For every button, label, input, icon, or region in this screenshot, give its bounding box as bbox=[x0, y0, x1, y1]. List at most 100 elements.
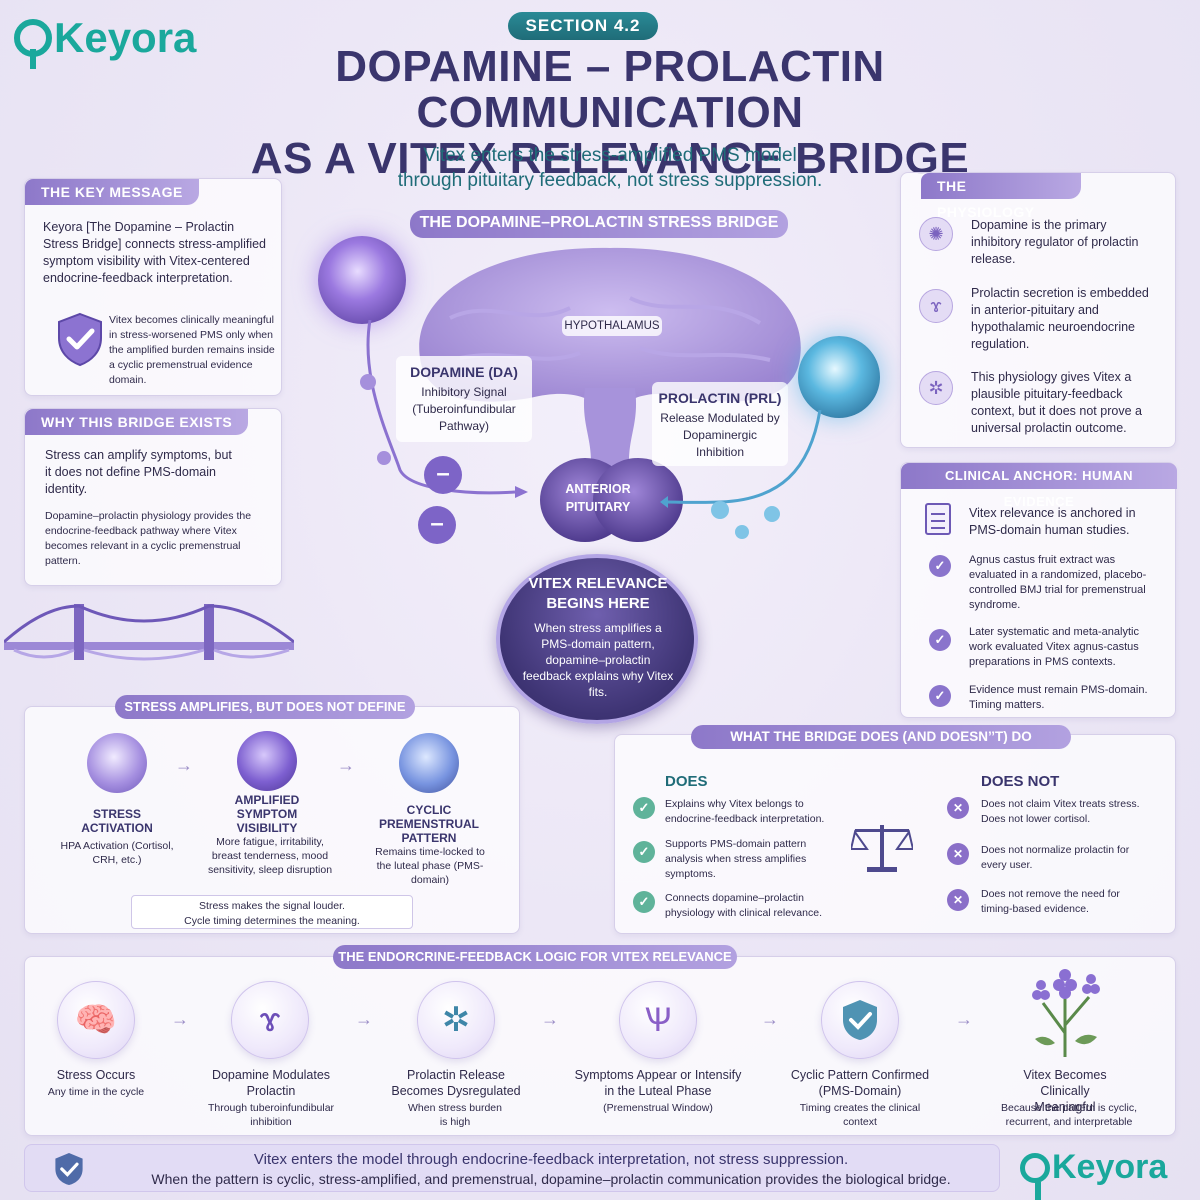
prolactin-label: PROLACTIN (PRL) Release Modulated by Dop… bbox=[652, 382, 788, 466]
card-heading: THE KEY MESSAGE bbox=[25, 179, 199, 205]
check-icon: ✓ bbox=[633, 891, 655, 913]
does-not-title: DOES NOT bbox=[981, 773, 1060, 790]
stress-footnote: Stress makes the signal louder. Cycle ti… bbox=[131, 895, 413, 929]
stress-foot-line-1: Stress makes the signal louder. bbox=[199, 900, 345, 912]
arrow-right-icon: → bbox=[761, 1009, 779, 1029]
stress-step-1-sub: HPA Activation (Cortisol, CRH, etc.) bbox=[60, 840, 174, 866]
minus-icon: – bbox=[430, 510, 444, 537]
bridge-does-heading: WHAT THE BRIDGE DOES (AND DOESN’’T) DO bbox=[691, 725, 1071, 749]
why-bridge-para-1: Stress can amplify symptoms, but it does… bbox=[45, 448, 232, 496]
does-item-1: Explains why Vitex belongs to endocrine-… bbox=[665, 798, 825, 825]
logic-step-4-title: Symptoms Appear or Intensify in the Lute… bbox=[574, 1068, 742, 1098]
arrow-right-icon: → bbox=[355, 1009, 373, 1029]
center-heading: THE DOPAMINE–PROLACTIN STRESS BRIDGE bbox=[410, 210, 788, 238]
pituitary-icon: ɤ bbox=[919, 289, 953, 323]
does-not-item-3: Does not remove the need for timing-base… bbox=[981, 888, 1120, 915]
dopamine-title: DOPAMINE (DA) bbox=[410, 364, 518, 380]
check-icon: ✓ bbox=[929, 555, 951, 577]
key-message-note: Vitex becomes clinically meaningful in s… bbox=[109, 314, 275, 386]
arrow-right-icon: → bbox=[337, 755, 355, 775]
does-item-2: Supports PMS-domain pattern analysis whe… bbox=[665, 838, 807, 880]
stress-heading: STRESS AMPLIFIES, BUT DOES NOT DEFINE bbox=[115, 695, 415, 719]
brand-logo-footer: Keyora bbox=[1020, 1148, 1168, 1200]
relevance-title: VITEX RELEVANCE BEGINS HERE bbox=[528, 575, 668, 612]
arrow-right-icon: → bbox=[955, 1009, 973, 1029]
does-title: DOES bbox=[665, 773, 708, 790]
logic-step-3-sub: When stress burden is high bbox=[408, 1102, 502, 1128]
dopamine-pathway bbox=[330, 319, 530, 545]
brand-logo: Keyora bbox=[14, 14, 197, 69]
subtitle-line-1: Vitex enters the stress-amplified PMS mo… bbox=[423, 145, 797, 166]
physiology-card: THE PHYSIOLOGY ✺ Dopamine is the primary… bbox=[900, 172, 1176, 448]
stress-step-1-title: STRESS ACTIVATION bbox=[81, 807, 153, 835]
logic-step-1-sub: Any time in the cycle bbox=[47, 1086, 145, 1098]
uterus-icon: Ѱ bbox=[619, 981, 697, 1059]
dopamine-neuron-icon bbox=[318, 236, 406, 324]
arrow-right-icon: → bbox=[171, 1009, 189, 1029]
does-not-item-2: Does not normalize prolactin for every u… bbox=[981, 844, 1130, 871]
inhibit-marker-1: – bbox=[424, 456, 462, 494]
footer-line-1: Vitex enters the model through endocrine… bbox=[253, 1151, 849, 1168]
inhibit-marker-2: – bbox=[418, 506, 456, 544]
cyclic-pattern-icon bbox=[399, 733, 459, 793]
check-icon: ✓ bbox=[633, 841, 655, 863]
clinical-anchor-card: CLINICAL ANCHOR: HUMAN EVIDENCE Vitex re… bbox=[900, 462, 1177, 718]
key-message-card: THE KEY MESSAGE Keyora [The Dopamine – P… bbox=[24, 178, 282, 396]
physiology-item-3: This physiology gives Vitex a plausible … bbox=[971, 370, 1142, 435]
arrow-right-icon: → bbox=[541, 1009, 559, 1029]
brand-name: Keyora bbox=[54, 14, 197, 61]
hypothalamus-label: HYPOTHALAMUS bbox=[562, 316, 662, 336]
why-bridge-card: WHY THIS BRIDGE EXISTS Stress can amplif… bbox=[24, 408, 282, 586]
minus-icon: – bbox=[436, 460, 450, 487]
logic-step-2-sub: Through tuberoinfundibular inhibition bbox=[207, 1102, 335, 1128]
brand-name: Keyora bbox=[1052, 1148, 1168, 1186]
x-icon: ✕ bbox=[947, 843, 969, 865]
footer-line-2: When the pattern is cyclic, stress-ampli… bbox=[151, 1171, 951, 1187]
clinical-item-4: Evidence must remain PMS-domain. Timing … bbox=[969, 684, 1148, 711]
stress-step-3-title: CYCLIC PREMENSTRUAL PATTERN bbox=[378, 803, 479, 845]
scale-icon bbox=[849, 819, 915, 880]
logic-step-5-sub: Timing creates the clinical context bbox=[799, 1102, 921, 1128]
clinical-item-2: Agnus castus fruit extract was evaluated… bbox=[969, 554, 1147, 611]
stress-foot-line-2: Cycle timing determines the meaning. bbox=[184, 915, 360, 927]
logic-step-1-title: Stress Occurs bbox=[56, 1068, 136, 1082]
page-title: DOPAMINE – PROLACTIN COMMUNICATION AS A … bbox=[180, 44, 1040, 182]
key-icon bbox=[1020, 1152, 1050, 1200]
subtitle-line-2: through pituitary feedback, not stress s… bbox=[397, 170, 823, 191]
stress-activation-icon bbox=[87, 733, 147, 793]
relevance-body: When stress amplifies a PMS-domain patte… bbox=[522, 621, 674, 699]
vitex-relevance-circle: VITEX RELEVANCE BEGINS HERE When stress … bbox=[496, 554, 698, 724]
pituitary-label: ANTERIOR PITUITARY bbox=[565, 482, 631, 514]
card-heading: THE PHYSIOLOGY bbox=[921, 173, 1081, 220]
shield-check-icon bbox=[821, 981, 899, 1059]
prolactin-title: PROLACTIN (PRL) bbox=[658, 390, 782, 406]
subtitle: Vitex enters the stress-amplified PMS mo… bbox=[300, 143, 920, 193]
logic-step-5-title: Cyclic Pattern Confirmed (PMS-Domain) bbox=[790, 1068, 930, 1098]
physiology-item-2: Prolactin secretion is embedded in anter… bbox=[971, 286, 1149, 351]
logic-step-3-title: Prolactin Release Becomes Dysregulated bbox=[391, 1068, 521, 1098]
shield-check-icon bbox=[53, 1151, 85, 1192]
x-icon: ✕ bbox=[947, 797, 969, 819]
key-message-body: Keyora [The Dopamine – Prolactin Stress … bbox=[43, 220, 267, 285]
logic-step-2-title: Dopamine Modulates Prolactin bbox=[211, 1068, 331, 1098]
prolactin-pathway bbox=[660, 409, 840, 555]
title-line-2: AS A VITEX RELEVANCE BRIDGE bbox=[250, 134, 970, 183]
why-bridge-para-2: Dopamine–prolactin physiology provides t… bbox=[45, 510, 252, 567]
logic-heading: THE ENDORCRINE-FEEDBACK LOGIC FOR VITEX … bbox=[333, 945, 737, 969]
does-item-3: Connects dopamine–prolactin physiology w… bbox=[665, 892, 822, 919]
does-not-item-1: Does not claim Vitex treats stress. Does… bbox=[981, 798, 1140, 825]
card-heading: CLINICAL ANCHOR: HUMAN EVIDENCE bbox=[901, 463, 1177, 509]
molecule-icon: ✲ bbox=[417, 981, 495, 1059]
brain-icon: 🧠 bbox=[57, 981, 135, 1059]
stress-step-3-sub: Remains time-locked to the luteal phase … bbox=[375, 846, 485, 886]
logic-step-6-title: Vitex Becomes Clinically Meaningful bbox=[1023, 1068, 1107, 1114]
stress-card: STRESS AMPLIFIES, BUT DOES NOT DEFINE ST… bbox=[24, 695, 520, 934]
molecule-icon: ✲ bbox=[919, 371, 953, 405]
check-icon: ✓ bbox=[633, 797, 655, 819]
prolactin-cell-icon bbox=[798, 336, 880, 418]
title-line-1: DOPAMINE – PROLACTIN COMMUNICATION bbox=[335, 42, 885, 137]
dopamine-subtitle: Inhibitory Signal (Tuberoinfundibular Pa… bbox=[412, 385, 516, 433]
vitex-flower-icon bbox=[1015, 963, 1115, 1064]
check-icon: ✓ bbox=[929, 685, 951, 707]
bridge-does-card: WHAT THE BRIDGE DOES (AND DOESN’’T) DO D… bbox=[614, 725, 1176, 934]
